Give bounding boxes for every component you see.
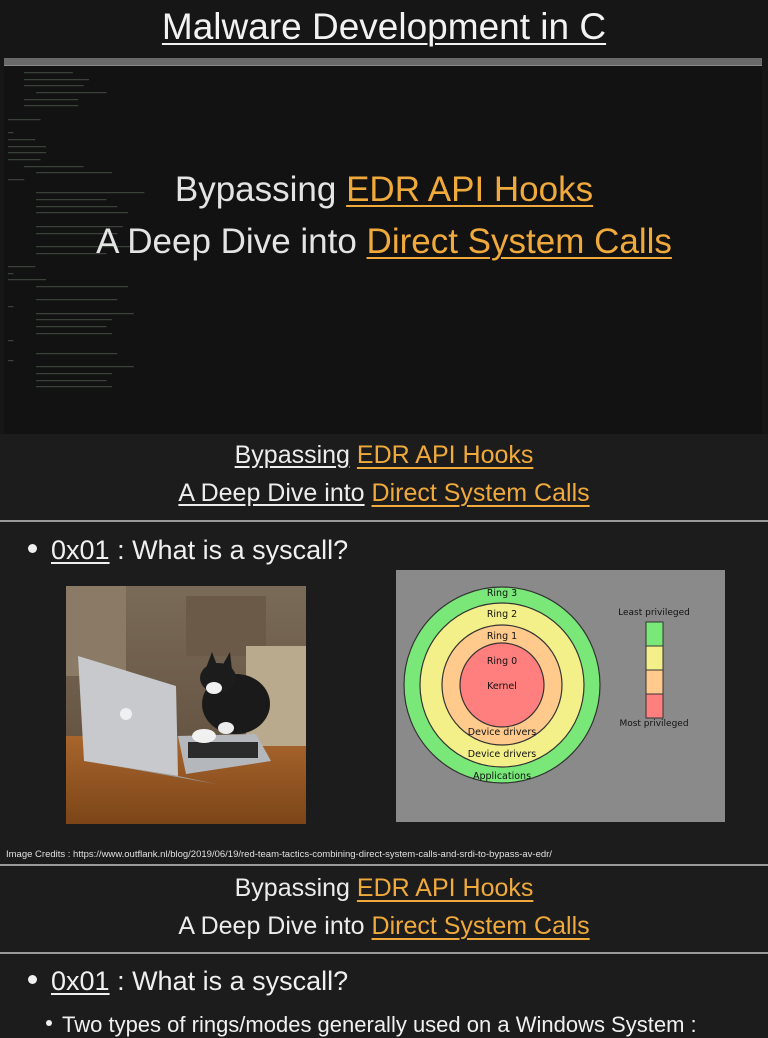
code-editor-titlebar	[4, 58, 762, 66]
bullet-what-is-syscall: 0x01 : What is a syscall?	[28, 535, 348, 566]
code-text-decoration: ▁▁▁▁▁▁▁▁▁▁▁▁▁▁▁▁▁▁▁▁▁▁▁▁▁▁▁▁▁▁▁▁▁▁▁▁▁▁▁▁…	[8, 69, 145, 389]
device-drivers-label-2: Device drivers	[468, 749, 536, 760]
ring-3-label: Ring 3	[487, 588, 517, 599]
ring-1-label: Ring 1	[487, 631, 517, 642]
privilege-rings-diagram: Ring 3 Ring 2 Ring 1 Ring 0 Kernel Devic…	[396, 570, 725, 822]
hero-line-1: Bypassing EDR API Hooks	[174, 170, 594, 209]
sub-bullet-rings: Two types of rings/modes generally used …	[46, 1012, 697, 1038]
slide-divider	[0, 520, 768, 522]
hero-line-2: A Deep Dive into Direct System Calls	[96, 222, 672, 261]
bullet-what-is-syscall: 0x01 : What is a syscall?	[28, 966, 348, 997]
ring-0-label: Ring 0	[487, 656, 517, 667]
kernel-label: Kernel	[487, 681, 517, 692]
device-drivers-label-1: Device drivers	[468, 727, 536, 738]
cat-typing-photo	[66, 586, 306, 824]
ring-2-label: Ring 2	[487, 609, 517, 620]
code-editor-background: ▁▁▁▁▁▁▁▁▁▁▁▁▁▁▁▁▁▁▁▁▁▁▁▁▁▁▁▁▁▁▁▁▁▁▁▁▁▁▁▁…	[4, 58, 762, 434]
most-privileged-label: Most privileged	[619, 719, 688, 729]
slide-divider	[0, 952, 768, 954]
main-title: Malware Development in C	[161, 6, 607, 47]
slide-divider	[0, 864, 768, 866]
slide-header: Bypassing EDR API Hooks A Deep Dive into…	[178, 874, 590, 940]
least-privileged-label: Least privileged	[618, 608, 690, 618]
title-slide: ▁▁▁▁▁▁▁▁▁▁▁▁▁▁▁▁▁▁▁▁▁▁▁▁▁▁▁▁▁▁▁▁▁▁▁▁▁▁▁▁…	[0, 0, 768, 434]
hero-highlight-edr: EDR API Hooks	[346, 170, 594, 209]
applications-label: Applications	[473, 771, 531, 782]
image-credit: Image Credits : https://www.outflank.nl/…	[6, 849, 552, 860]
hero-highlight-syscalls: Direct System Calls	[366, 222, 672, 261]
slide-header: Bypassing EDR API Hooks A Deep Dive into…	[178, 441, 590, 507]
